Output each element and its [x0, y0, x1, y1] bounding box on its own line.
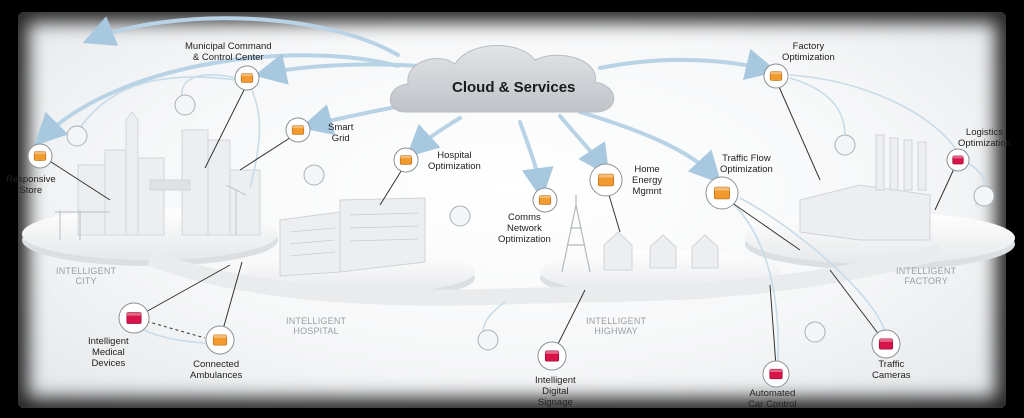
hospital-opt-node [393, 147, 419, 173]
municipal-node [234, 65, 260, 91]
comms-tower [561, 195, 591, 273]
label-hospital-optimization: Hospital Optimization [428, 150, 481, 172]
factory-building [799, 134, 931, 241]
cloud-shape [389, 44, 615, 113]
label-factory-optimization: Factory Optimization [782, 41, 835, 63]
label-home-energy: Home Energy Mgmnt [632, 164, 663, 197]
signage-node [537, 341, 567, 371]
traffic-cameras-node [871, 329, 901, 359]
houses [603, 231, 719, 271]
medical-devices-node [118, 302, 150, 334]
store-node [27, 143, 53, 169]
home-energy-node [589, 163, 623, 197]
label-smart-grid: Smart Grid [328, 122, 354, 144]
label-logistics: Logistics Optimization [958, 127, 1011, 149]
label-traffic-flow: Traffic Flow Optimization [720, 153, 773, 175]
factory-opt-node [763, 63, 789, 89]
label-traffic-cameras: Traffic Cameras [872, 359, 911, 381]
logistics-node [946, 148, 970, 172]
label-municipal: Municipal Command & Control Center [185, 41, 272, 63]
label-comms-network: Comms Network Optimization [498, 212, 551, 245]
zone-highway: INTELLIGENT HIGHWAY [586, 316, 647, 336]
label-digital-signage: Intelligent Digital Signage [535, 375, 576, 408]
city-buildings [55, 111, 261, 240]
label-automated-car-control: Automated Car Control [748, 388, 797, 410]
traffic-flow-node [705, 176, 739, 210]
zone-city: INTELLIGENT CITY [56, 266, 117, 286]
sensor-circles [66, 94, 995, 351]
cloud-title: Cloud & Services [452, 79, 576, 96]
automated-car-node [762, 360, 790, 388]
thin-links [79, 74, 987, 363]
zone-hospital: INTELLIGENT HOSPITAL [286, 316, 347, 336]
label-medical-devices: Intelligent Medical Devices [88, 336, 129, 369]
label-responsive-store: Responsive Store [6, 174, 56, 196]
label-connected-ambulances: Connected Ambulances [190, 359, 243, 381]
hospital-building [279, 197, 426, 277]
ambulance-node [205, 325, 235, 355]
comms-node [532, 187, 558, 213]
smart-grid-node [285, 117, 311, 143]
highway-road [147, 244, 943, 306]
zone-factory: INTELLIGENT FACTORY [896, 266, 957, 286]
